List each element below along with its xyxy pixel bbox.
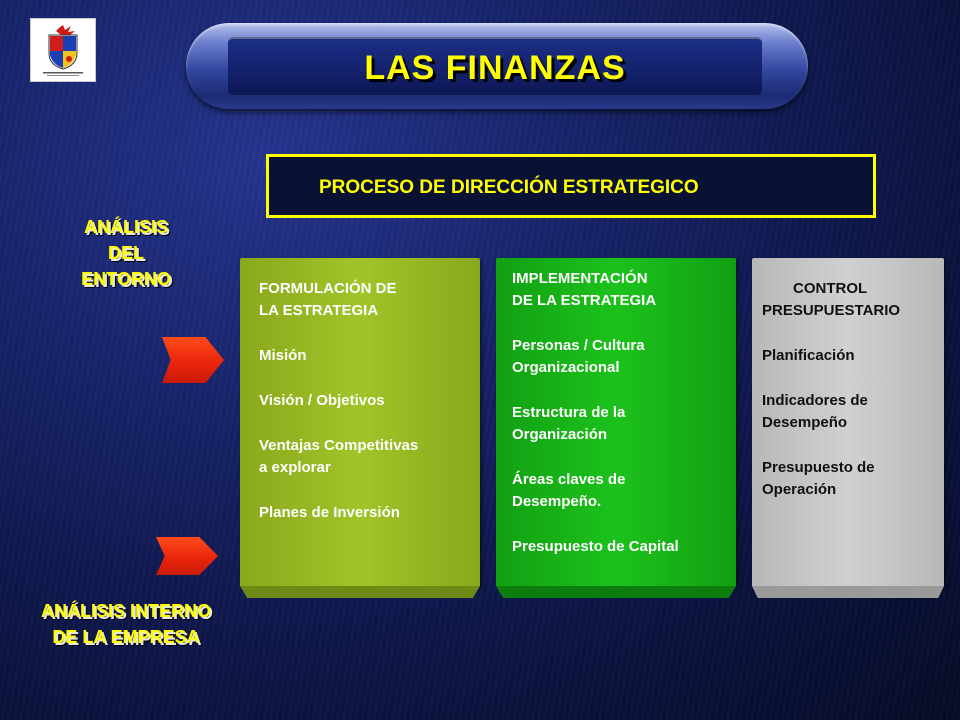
- item-line: Organización: [512, 426, 608, 443]
- arrow-right-icon: [156, 537, 218, 575]
- process-header-box: PROCESO DE DIRECCIÓN ESTRATEGICO: [266, 154, 876, 218]
- title-panel: LAS FINANZAS: [228, 37, 762, 95]
- column-control-text: CONTROL PRESUPUESTARIO Planificación Ind…: [762, 278, 900, 501]
- university-crest-icon: [43, 25, 83, 76]
- column-implementacion-text: IMPLEMENTACIÓN DE LA ESTRATEGIA Personas…: [512, 268, 679, 558]
- column-formulacion-text: FORMULACIÓN DE LA ESTRATEGIA Misión Visi…: [259, 278, 418, 524]
- item-line: Indicadores de: [762, 392, 868, 409]
- column-implementacion-base: [496, 586, 736, 598]
- item-line: Operación: [762, 481, 837, 498]
- list-item: Misión: [259, 345, 418, 367]
- label-entorno-line-1: ANÁLISIS: [83, 217, 168, 237]
- item-line: a explorar: [259, 459, 331, 476]
- arrow-right-icon: [162, 337, 224, 383]
- list-item: Áreas claves de Desempeño.: [512, 469, 679, 513]
- list-item: Presupuesto de Operación: [762, 457, 900, 501]
- heading-line: CONTROL: [793, 280, 868, 297]
- university-crest-logo: [30, 18, 96, 82]
- column-heading: IMPLEMENTACIÓN DE LA ESTRATEGIA: [512, 268, 679, 312]
- item-line: Planes de Inversión: [259, 504, 400, 521]
- item-line: Estructura de la: [512, 404, 626, 421]
- label-analisis-interno: ANÁLISIS INTERNO DE LA EMPRESA: [6, 598, 246, 650]
- heading-line: PRESUPUESTARIO: [762, 302, 901, 319]
- list-item: Estructura de la Organización: [512, 402, 679, 446]
- item-line: Presupuesto de: [762, 459, 875, 476]
- item-line: Organizacional: [512, 359, 620, 376]
- list-item: Indicadores de Desempeño: [762, 390, 900, 434]
- item-line: Desempeño.: [512, 493, 602, 510]
- list-item: Ventajas Competitivas a explorar: [259, 435, 418, 479]
- item-line: Áreas claves de: [512, 471, 626, 488]
- list-item: Personas / Cultura Organizacional: [512, 335, 679, 379]
- column-control: CONTROL PRESUPUESTARIO Planificación Ind…: [752, 258, 944, 598]
- page-title: LAS FINANZAS: [364, 49, 626, 87]
- column-formulacion: FORMULACIÓN DE LA ESTRATEGIA Misión Visi…: [240, 258, 480, 598]
- label-entorno-line-3: ENTORNO: [81, 269, 171, 289]
- item-line: Personas / Cultura: [512, 337, 645, 354]
- item-line: Presupuesto de Capital: [512, 538, 679, 555]
- item-line: Misión: [259, 347, 307, 364]
- column-formulacion-base: [240, 586, 480, 598]
- list-item: Visión / Objetivos: [259, 390, 418, 412]
- label-analisis-entorno: ANÁLISIS DEL ENTORNO: [58, 214, 194, 292]
- item-line: Planificación: [762, 347, 855, 364]
- item-line: Desempeño: [762, 414, 848, 431]
- heading-line: LA ESTRATEGIA: [259, 302, 379, 319]
- item-line: Visión / Objetivos: [259, 392, 385, 409]
- heading-line: FORMULACIÓN DE: [259, 280, 397, 297]
- item-line: Ventajas Competitivas: [259, 437, 419, 454]
- heading-line: IMPLEMENTACIÓN: [512, 270, 648, 287]
- column-heading: FORMULACIÓN DE LA ESTRATEGIA: [259, 278, 418, 322]
- column-control-base: [752, 586, 944, 598]
- column-implementacion: IMPLEMENTACIÓN DE LA ESTRATEGIA Personas…: [496, 258, 736, 598]
- list-item: Presupuesto de Capital: [512, 536, 679, 558]
- process-title: PROCESO DE DIRECCIÓN ESTRATEGICO: [319, 177, 699, 198]
- list-item: Planes de Inversión: [259, 502, 418, 524]
- title-banner: LAS FINANZAS: [186, 23, 808, 109]
- heading-line: DE LA ESTRATEGIA: [512, 292, 657, 309]
- label-interno-line-1: ANÁLISIS INTERNO: [40, 601, 211, 621]
- list-item: Planificación: [762, 345, 900, 367]
- label-entorno-line-2: DEL: [108, 243, 144, 263]
- label-interno-line-2: DE LA EMPRESA: [52, 627, 200, 647]
- column-heading: CONTROL PRESUPUESTARIO: [762, 278, 900, 322]
